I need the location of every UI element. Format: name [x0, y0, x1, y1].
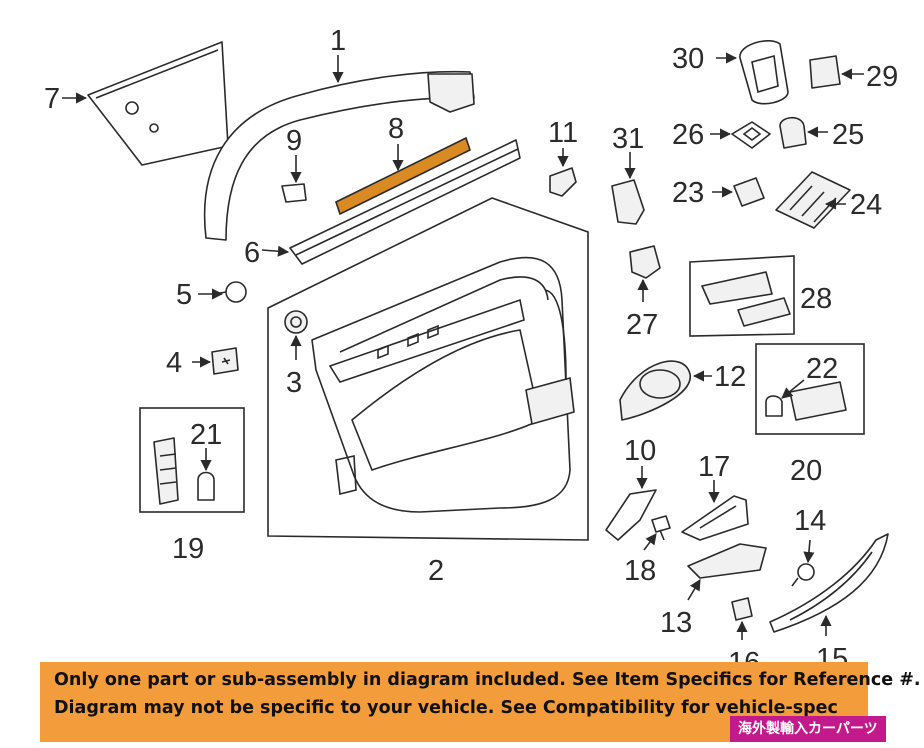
part-19-bulb-group — [139, 407, 245, 513]
part-31-switch — [611, 152, 645, 225]
callout-13: 13 — [660, 607, 692, 639]
callout-2: 2 — [428, 555, 444, 587]
callout-23: 23 — [672, 177, 704, 209]
part-6-weatherstrip — [261, 139, 521, 265]
part-8-belt-molding-highlighted — [335, 136, 471, 216]
callout-14: 14 — [794, 505, 826, 537]
callout-21: 21 — [190, 419, 222, 451]
callout-29: 29 — [866, 61, 898, 93]
callout-18: 18 — [624, 555, 656, 587]
part-4-cap — [192, 347, 239, 375]
disclaimer-line-2: Diagram may not be specific to your vehi… — [54, 698, 838, 718]
callout-8: 8 — [388, 113, 404, 145]
part-11-bracket — [549, 148, 577, 197]
callout-24: 24 — [850, 189, 882, 221]
callout-7: 7 — [44, 83, 60, 115]
callout-30: 30 — [672, 43, 704, 75]
part-5-push-pin — [198, 281, 247, 303]
callout-22: 22 — [806, 353, 838, 385]
part-3-door-pin — [284, 310, 308, 360]
part-24-window-switch — [775, 171, 851, 229]
part-16-clip — [731, 597, 753, 640]
callout-12: 12 — [714, 361, 746, 393]
part-26-bezel-ring — [710, 121, 771, 149]
part-14-clip — [791, 539, 815, 587]
callout-25: 25 — [832, 119, 864, 151]
part-7-mirror-cover — [62, 41, 229, 166]
callout-26: 26 — [672, 119, 704, 151]
callout-4: 4 — [166, 347, 182, 379]
callout-9: 9 — [286, 125, 302, 157]
part-23-switch — [712, 177, 765, 207]
part-15-armrest-trim — [769, 533, 889, 636]
disclaimer-line-1: Only one part or sub-assembly in diagram… — [54, 670, 921, 690]
callout-19: 19 — [172, 533, 204, 565]
callout-27: 27 — [626, 309, 658, 341]
callout-17: 17 — [698, 451, 730, 483]
callout-11: 11 — [548, 117, 578, 149]
callout-6: 6 — [244, 237, 260, 269]
part-10-cover — [605, 466, 657, 541]
callout-28: 28 — [800, 283, 832, 315]
shop-watermark: 海外製輸入カーパーツ — [730, 716, 886, 742]
part-25-knob — [779, 116, 828, 149]
part-13-pull-cup — [687, 543, 767, 601]
callout-20: 20 — [790, 455, 822, 487]
part-20-bulb-group — [755, 343, 865, 435]
callout-10: 10 — [624, 435, 656, 467]
callout-1: 1 — [330, 25, 346, 57]
callout-5: 5 — [176, 279, 192, 311]
part-27-handle-bezel — [629, 245, 661, 302]
part-9-clip — [281, 155, 307, 203]
part-2-door-trim-panel — [267, 197, 589, 541]
callout-3: 3 — [286, 367, 302, 399]
part-29-switch — [809, 55, 864, 89]
part-1-frame-molding — [203, 55, 475, 241]
part-30-switch-bezel — [716, 40, 789, 105]
part-17-bracket — [681, 480, 749, 541]
part-28-switch-bezel-group — [689, 255, 795, 337]
part-12-speaker-grille — [619, 360, 712, 421]
callout-31: 31 — [612, 123, 644, 155]
part-18-screw — [643, 515, 671, 551]
